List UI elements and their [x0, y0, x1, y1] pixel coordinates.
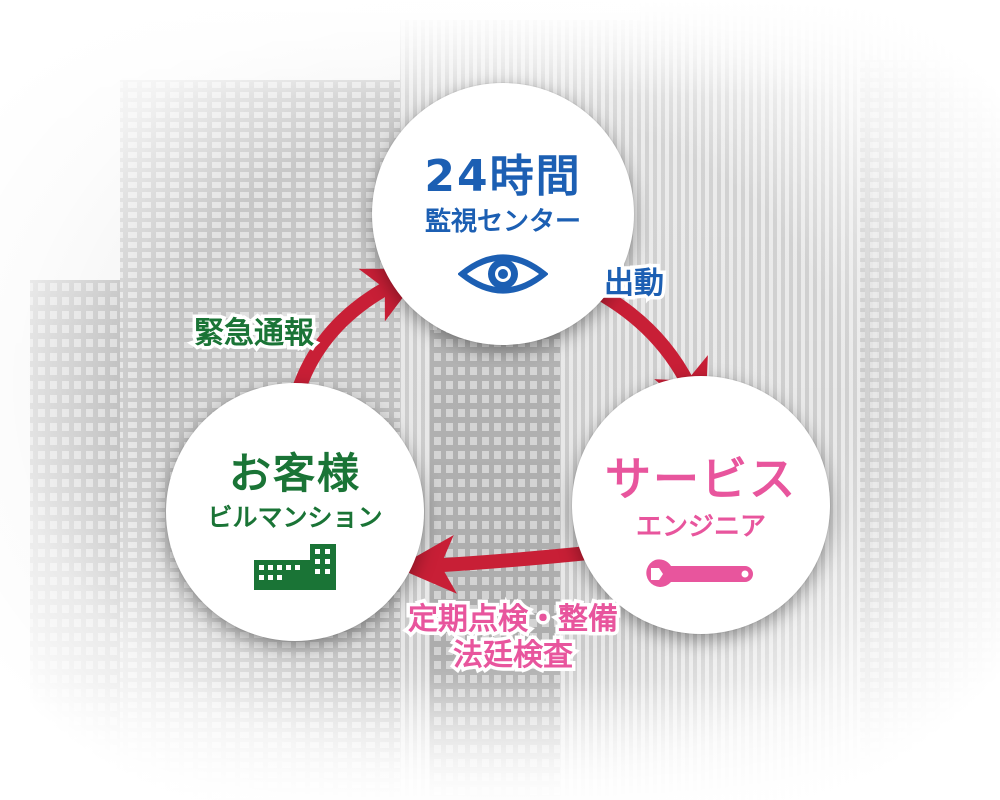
node-engineer-title: サービス — [605, 452, 797, 506]
node-center-subtitle: 監視センター — [424, 207, 581, 237]
edge-label-dispatch: 出動 — [601, 263, 668, 305]
edge-label-inspect-line1: 定期点検・整備 — [405, 599, 622, 641]
edge-label-emergency: 緊急通報 — [191, 313, 318, 355]
eye-icon — [458, 254, 548, 294]
arrow-emergency — [289, 268, 425, 405]
edge-label-inspect: 定期点検・整備 法廷検査 — [368, 599, 658, 677]
wrench-icon — [646, 559, 753, 587]
arrow-inspect — [396, 535, 605, 594]
node-customer-title: お客様 — [228, 449, 361, 498]
node-engineer-subtitle: エンジニア — [635, 512, 766, 542]
node-monitoring-center: 24時間 監視センター — [372, 83, 634, 345]
node-customer-subtitle: ビルマンション — [207, 503, 383, 532]
building-icon — [254, 544, 336, 590]
edge-label-inspect-line2: 法廷検査 — [450, 635, 577, 677]
node-center-title: 24時間 — [424, 151, 582, 202]
node-service-engineer: サービス エンジニア — [572, 376, 830, 634]
node-customer: お客様 ビルマンション — [166, 383, 424, 641]
